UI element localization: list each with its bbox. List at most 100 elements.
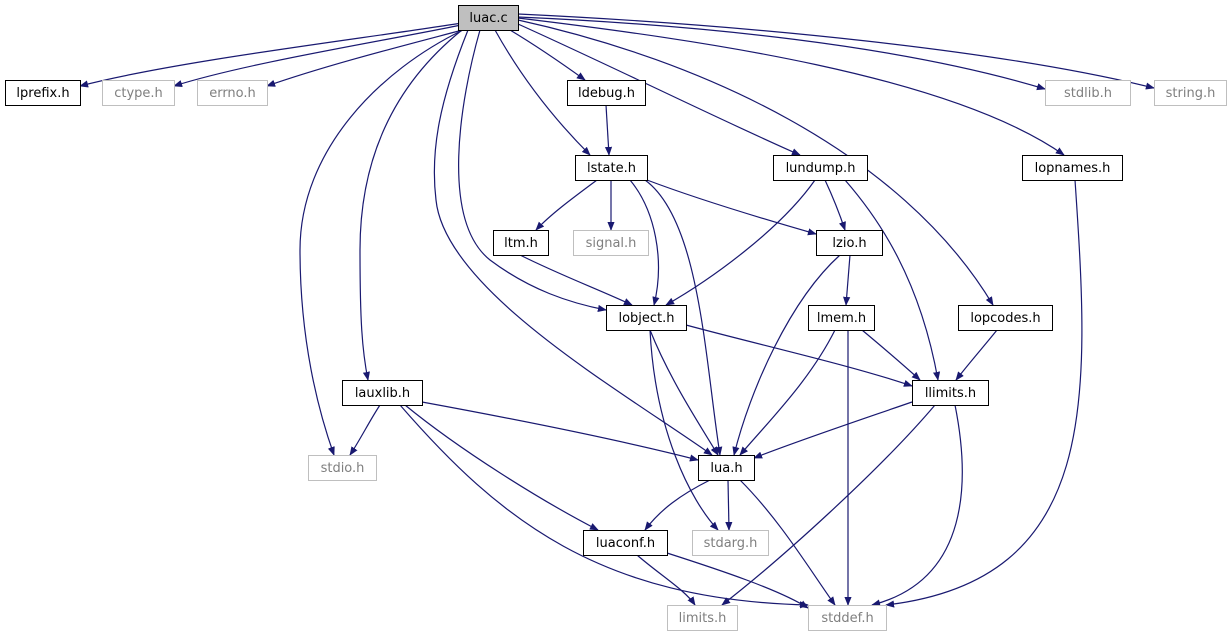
node-signal: signal.h [573,230,649,256]
node-lmem[interactable]: lmem.h [808,305,875,331]
edge-luac-to-lauxlib [359,29,463,381]
node-label-lua: lua.h [710,461,742,476]
node-box-lauxlib [342,380,423,406]
node-box-lundump [773,155,868,181]
edge-lzio-to-lua [732,254,841,456]
node-limits: limits.h [667,605,738,631]
node-label-lopnames: lopnames.h [1035,161,1111,176]
node-label-stdio: stdio.h [321,461,365,476]
node-label-stdlib: stdlib.h [1064,86,1112,101]
node-stdio: stdio.h [308,455,377,481]
node-lprefix[interactable]: lprefix.h [5,80,81,106]
edge-lundump-to-lobject [665,179,816,306]
node-box-stddef [808,605,887,631]
node-label-ctype: ctype.h [114,86,163,101]
node-stddef: stddef.h [808,605,887,631]
edge-lundump-to-llimits [844,179,941,381]
node-label-luac: luac.c [469,11,507,26]
edge-lstate-to-ltm [535,179,598,231]
node-label-signal: signal.h [586,236,637,251]
node-box-lprefix [5,80,81,106]
edge-luac-to-lopnames [517,17,1065,156]
node-label-lzio: lzio.h [832,236,866,251]
node-label-lundump: lundump.h [786,161,856,176]
node-lopnames[interactable]: lopnames.h [1022,155,1123,181]
node-box-stdio [308,455,377,481]
edge-lua-to-stddef [739,479,836,606]
node-box-lua [698,455,755,481]
node-label-lstate: lstate.h [587,161,636,176]
node-lstate[interactable]: lstate.h [575,155,648,181]
edge-llimits-to-lua [753,401,913,459]
node-errno: errno.h [197,80,268,106]
node-box-stdlib [1045,80,1131,106]
edge-lstate-to-lzio [646,179,817,236]
node-box-lzio [816,230,883,256]
node-box-lmem [808,305,875,331]
node-ltm[interactable]: ltm.h [493,230,549,256]
edge-lstate-to-lua [644,179,723,456]
edge-lauxlib-to-lua [421,401,699,462]
node-luac: luac.c [458,5,519,31]
node-box-string [1154,80,1227,106]
edge-llimits-to-limits [721,404,936,606]
edge-lundump-to-lzio [824,179,846,231]
node-label-lopcodes: lopcodes.h [970,311,1040,326]
edge-luaconf-to-limits [636,554,696,606]
node-label-stddef: stddef.h [821,611,873,626]
node-box-luaconf [583,530,668,556]
node-label-errno: errno.h [209,86,256,101]
node-label-lprefix: lprefix.h [16,86,69,101]
edge-luac-to-lobject [458,29,607,312]
node-lopcodes[interactable]: lopcodes.h [958,305,1053,331]
edges-layer [79,13,1155,609]
node-box-ctype [102,80,175,106]
node-lauxlib[interactable]: lauxlib.h [342,380,423,406]
node-stdlib: stdlib.h [1045,80,1131,106]
node-lobject[interactable]: lobject.h [606,305,687,331]
node-box-limits [667,605,738,631]
node-box-lopnames [1022,155,1123,181]
edge-lauxlib-to-stddef [399,404,809,609]
node-label-lauxlib: lauxlib.h [355,386,410,401]
node-ctype: ctype.h [102,80,175,106]
node-label-llimits: llimits.h [925,386,976,401]
edge-luac-to-lopcodes [517,19,994,306]
edge-luaconf-to-stddef [666,552,809,609]
edge-lmem-to-llimits [861,329,921,381]
node-lzio[interactable]: lzio.h [816,230,883,256]
edge-luac-to-stdlib [517,16,1046,91]
node-string: string.h [1154,80,1227,106]
node-llimits[interactable]: llimits.h [912,380,989,406]
node-box-ldebug [567,80,646,106]
node-box-llimits [912,380,989,406]
edge-lua-to-stdarg [725,479,733,531]
node-box-lopcodes [958,305,1053,331]
node-label-stdarg: stdarg.h [704,536,758,551]
edge-luac-to-string [517,13,1155,90]
edge-luac-to-ctype [173,23,467,87]
node-lundump[interactable]: lundump.h [773,155,868,181]
edge-luac-to-lprefix [79,21,469,88]
edge-lopcodes-to-llimits [955,329,998,381]
node-label-lobject: lobject.h [618,311,674,326]
node-label-ldebug: ldebug.h [578,86,635,101]
edge-lua-to-luaconf [644,479,711,531]
node-stdarg: stdarg.h [692,530,769,556]
edge-lauxlib-to-luaconf [404,404,599,531]
node-box-lstate [575,155,648,181]
edge-lobject-to-llimits [685,324,913,387]
edge-ltm-to-lobject [519,254,633,306]
node-label-limits: limits.h [679,611,727,626]
node-box-luac [458,5,519,31]
node-label-luaconf: luaconf.h [596,536,655,551]
node-ldebug[interactable]: ldebug.h [567,80,646,106]
edge-lauxlib-to-stdio [349,404,381,456]
node-luaconf[interactable]: luaconf.h [583,530,668,556]
node-lua[interactable]: lua.h [698,455,755,481]
edge-lmem-to-lua [739,329,836,456]
node-box-signal [573,230,649,256]
node-box-lobject [606,305,687,331]
edge-lstate-to-lobject [629,179,660,306]
